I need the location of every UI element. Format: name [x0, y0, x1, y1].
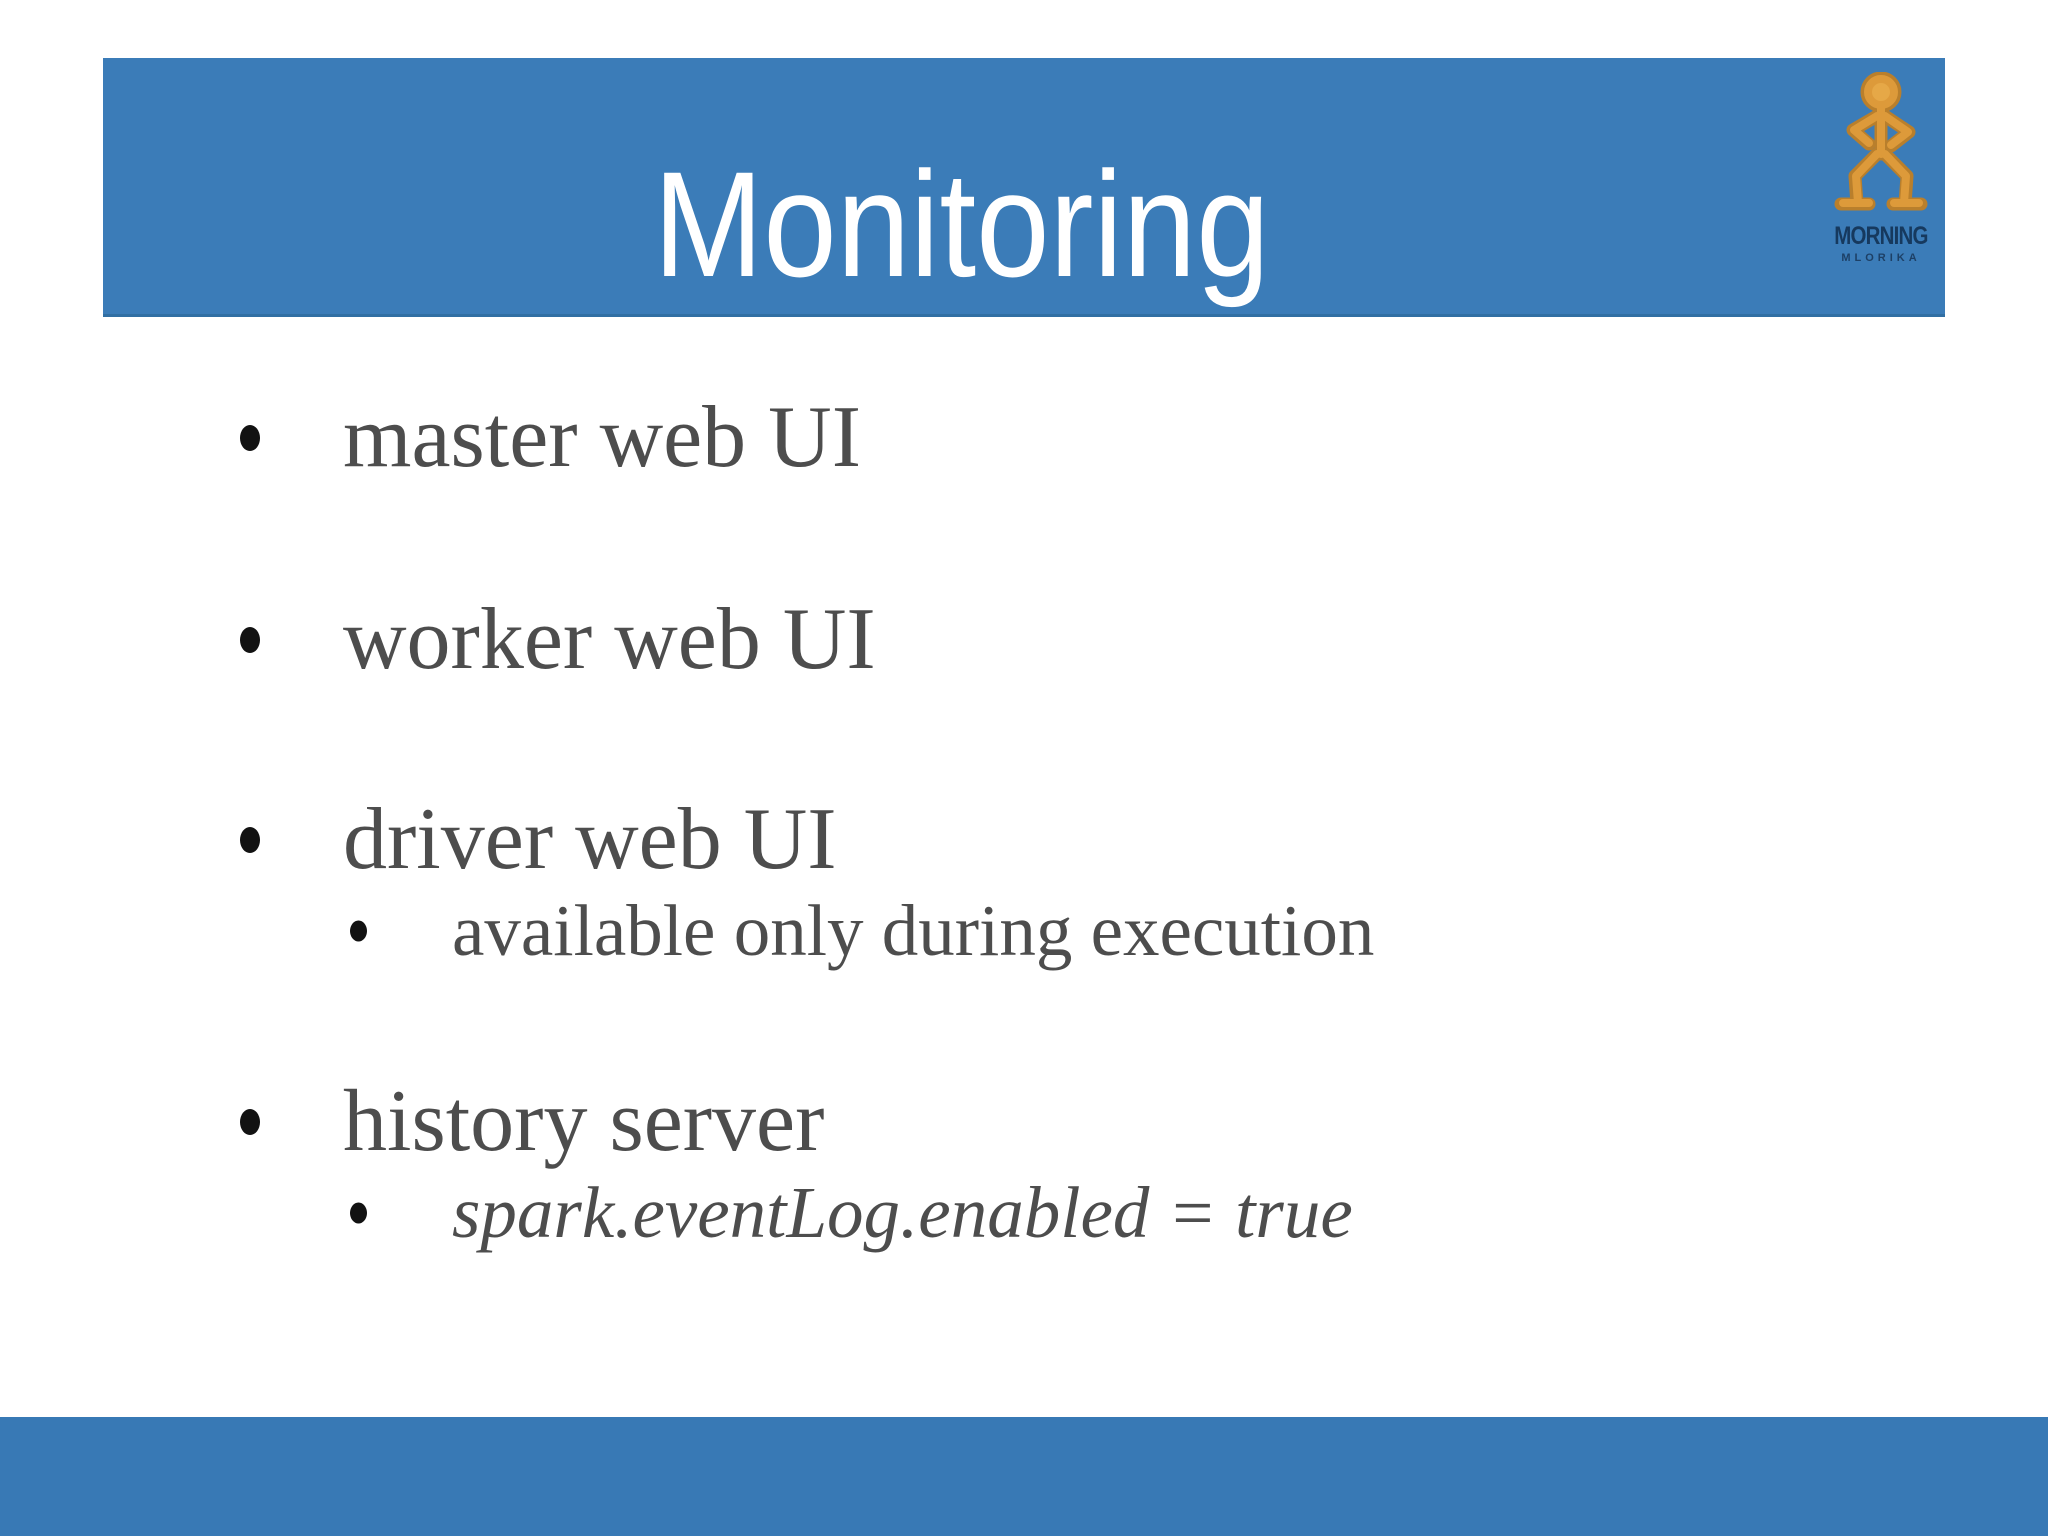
- bullet-label: available only during execution: [452, 890, 1375, 971]
- bullet-dot-icon: [240, 627, 260, 653]
- bullet-dot-icon: [350, 1202, 367, 1224]
- bullet-dot-icon: [240, 827, 260, 853]
- header-bar: Monitoring: [103, 58, 1945, 317]
- bullet-label: worker web UI: [343, 591, 876, 688]
- bullet-item: master web UI: [0, 389, 2048, 487]
- morning-logo: MORNING MLORIKA: [1817, 58, 1945, 317]
- logo-primary-text: MORNING: [1834, 222, 1928, 250]
- bullet-label: history server: [343, 1073, 825, 1170]
- logo-secondary-text: MLORIKA: [1841, 252, 1921, 264]
- bullet-dot-icon: [240, 1109, 260, 1135]
- slide-title: Monitoring: [653, 140, 1270, 308]
- bullet-item: history server: [0, 1073, 2048, 1171]
- bullet-label: spark.eventLog.enabled = true: [452, 1172, 1353, 1253]
- bullet-item: driver web UI: [0, 791, 2048, 889]
- footer-bar: [0, 1417, 2048, 1536]
- mascot-figure-icon: [1829, 72, 1933, 222]
- bullet-dot-icon: [240, 425, 260, 451]
- sub-bullet-item: spark.eventLog.enabled = true: [0, 1173, 2048, 1253]
- bullet-list: master web UI worker web UI driver web U…: [0, 389, 2048, 1253]
- bullet-dot-icon: [350, 920, 367, 942]
- bullet-label: driver web UI: [343, 791, 837, 888]
- sub-bullet-item: available only during execution: [0, 891, 2048, 971]
- bullet-label: master web UI: [343, 389, 862, 486]
- bullet-item: worker web UI: [0, 591, 2048, 689]
